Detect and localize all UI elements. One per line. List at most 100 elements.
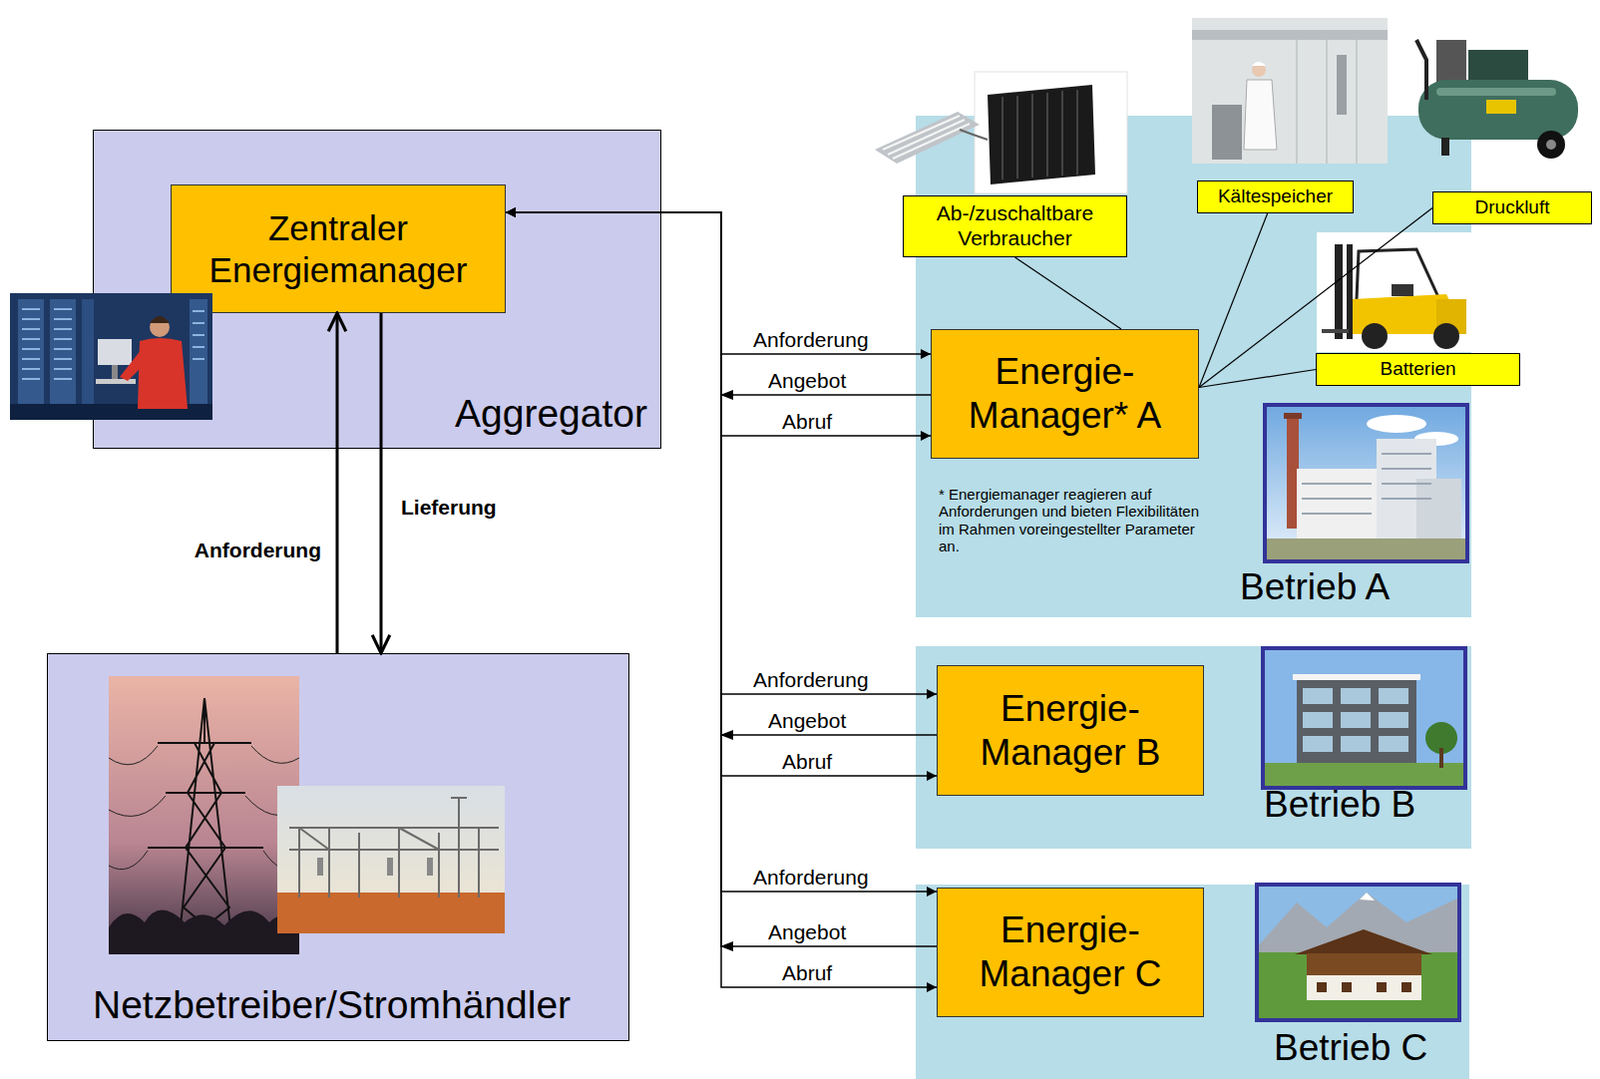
cold-storage-photo xyxy=(1192,17,1388,164)
box-label: Energie-Manager B xyxy=(942,687,1199,775)
forklift-photo-part xyxy=(1361,323,1388,350)
flow-label: Anforderung xyxy=(753,865,869,890)
server-room-photo-part xyxy=(111,365,118,380)
cold-storage-photo-part xyxy=(1336,54,1347,115)
substation-photo-part xyxy=(277,892,505,934)
heater-lamp-photo-part xyxy=(874,111,980,164)
manager-box: Energie-Manager B xyxy=(936,665,1204,797)
flow-label: Angebot xyxy=(768,920,846,945)
server-room-photo-part xyxy=(49,299,76,404)
office-building-photo-part xyxy=(1262,648,1466,789)
device-text: Batterien xyxy=(1379,358,1456,381)
device-text: Druckluft xyxy=(1475,196,1551,219)
farmhouse-photo-part xyxy=(1359,892,1375,901)
server-room-photo-part xyxy=(189,299,208,404)
server-room-photo-part xyxy=(81,299,94,404)
flow-label: Angebot xyxy=(768,709,846,734)
office-building-photo-part xyxy=(1262,763,1466,789)
office-building-photo-part xyxy=(1439,748,1444,769)
cold-storage-photo-part xyxy=(1243,79,1277,150)
server-room-photo-part xyxy=(17,299,44,404)
forklift-photo-part xyxy=(1316,232,1485,353)
farmhouse-photo-part xyxy=(1294,929,1433,955)
device-link xyxy=(1015,257,1122,330)
heater-lamp-photo-part xyxy=(882,115,970,159)
device-label: Ab-/zuschaltbare Verbraucher xyxy=(902,195,1128,258)
flow-arrow xyxy=(505,212,931,355)
device-label: Kältespeicher xyxy=(1197,180,1354,214)
flow-label: Angebot xyxy=(768,369,846,394)
compressor-photo-part xyxy=(1436,87,1557,96)
manager-box: Zentraler Energiemanager xyxy=(170,184,506,314)
flow-arrow xyxy=(505,212,931,396)
forklift-photo-part xyxy=(1391,284,1414,297)
forklift-photo-part xyxy=(1346,244,1353,340)
box-label: Zentraler Energiemanager xyxy=(176,207,500,291)
forklift-photo-part xyxy=(1433,323,1460,350)
farmhouse-photo-part xyxy=(1256,884,1460,1021)
cold-storage-photo-part xyxy=(1296,39,1357,164)
server-room-photo xyxy=(9,293,213,420)
compressor-photo-part xyxy=(1416,39,1427,100)
manager-box: Energie-Manager C xyxy=(936,887,1204,1018)
factory-photo-part xyxy=(1264,404,1468,562)
compressor-photo xyxy=(1416,39,1579,159)
device-link xyxy=(1199,208,1433,389)
office-building-photo xyxy=(1262,648,1466,789)
factory-photo-part xyxy=(1264,404,1468,562)
flow-label: Abruf xyxy=(782,961,832,986)
office-building-photo-part xyxy=(1292,674,1421,681)
factory-photo-part xyxy=(1301,453,1432,514)
cold-storage-photo-part xyxy=(1251,62,1266,77)
factory-photo-part xyxy=(1283,412,1302,419)
power-pylon-photo-part xyxy=(108,746,300,870)
substation-photo-part xyxy=(426,857,433,876)
heater-lamp-photo-part xyxy=(974,71,1128,194)
box-label: Netzbetreiber/Stromhändler xyxy=(92,983,571,1028)
farmhouse-photo xyxy=(1256,884,1460,1021)
compressor-photo-part xyxy=(1418,79,1579,140)
panel-label: Betrieb C xyxy=(1273,1027,1428,1069)
farmhouse-photo-part xyxy=(1256,892,1460,958)
server-room-photo-part xyxy=(95,379,136,385)
server-room-photo-part xyxy=(149,316,170,324)
farmhouse-photo-part xyxy=(1306,953,1422,976)
flow-arrow xyxy=(380,313,384,654)
bus-arrowhead xyxy=(720,390,734,952)
office-building-photo-part xyxy=(1296,680,1417,769)
power-pylon-photo-part xyxy=(108,910,300,956)
compressor-photo-part xyxy=(1436,39,1467,85)
server-room-photo-part xyxy=(9,293,213,420)
flow-label: Abruf xyxy=(782,750,832,775)
box-label: Energie-Manager C xyxy=(942,908,1199,996)
flow-label: Lieferung xyxy=(400,495,497,520)
substation-photo-part xyxy=(387,857,394,876)
cold-storage-photo-part xyxy=(1211,104,1242,160)
flow-label: Abruf xyxy=(782,409,832,434)
flow-arrow xyxy=(505,212,931,436)
forklift-photo-part xyxy=(1334,244,1343,340)
flow-arrow xyxy=(336,313,340,654)
device-label: Druckluft xyxy=(1432,191,1593,225)
manager-box: Energie-Manager* A xyxy=(930,329,1200,459)
factory-photo-part xyxy=(1416,478,1462,539)
factory-photo-part xyxy=(1266,538,1466,560)
factory-photo xyxy=(1264,404,1468,562)
panel-label: Betrieb A xyxy=(1239,566,1390,608)
server-room-photo-part xyxy=(119,349,150,382)
compressor-photo-part xyxy=(1537,130,1566,159)
cold-storage-photo-part xyxy=(1251,61,1266,66)
server-room-photo-part xyxy=(137,338,188,409)
cold-storage-photo-part xyxy=(1192,29,1388,40)
substation-photo-part xyxy=(317,857,324,876)
office-building-photo-part xyxy=(1262,648,1466,789)
device-text: Ab-/zuschaltbare Verbraucher xyxy=(908,201,1122,252)
power-pylon-photo xyxy=(108,676,300,955)
heater-lamp-photo xyxy=(874,71,1128,194)
box-label: Aggregator xyxy=(454,392,648,436)
footnote: * Energiemanager reagieren auf Anforderu… xyxy=(938,485,1213,555)
farmhouse-photo-part xyxy=(1256,952,1460,1021)
forklift-photo xyxy=(1316,232,1485,353)
cold-storage-photo-part xyxy=(1192,17,1388,164)
factory-photo-part xyxy=(1366,414,1427,433)
